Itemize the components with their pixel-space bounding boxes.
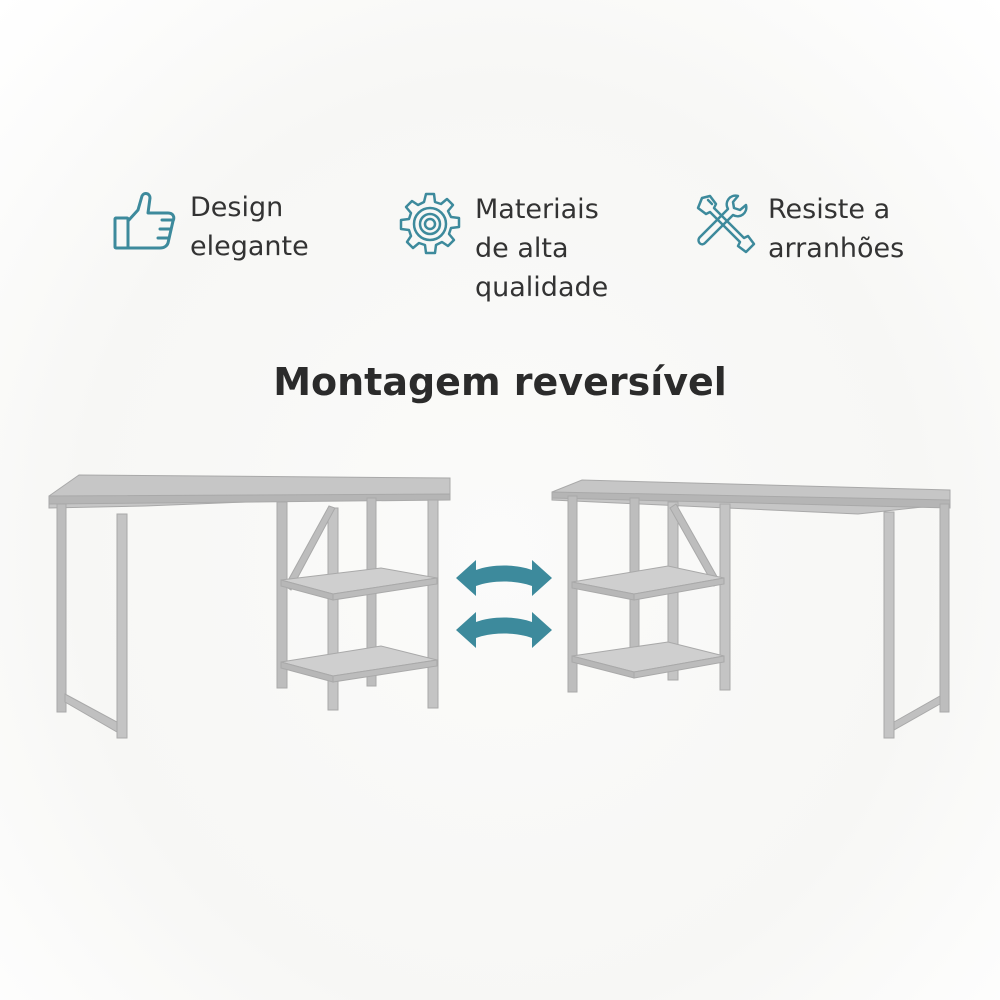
swap-arrows-icon bbox=[456, 560, 552, 648]
headline: Montagem reversível bbox=[273, 360, 727, 404]
feature-design-elegante: Design elegante bbox=[110, 188, 309, 266]
thumbs-up-icon bbox=[113, 192, 176, 250]
feature-label: Resiste a arranhões bbox=[768, 194, 905, 264]
feature-label: Materiais de alta qualidade bbox=[475, 194, 609, 303]
feature-materiais: Materiais de alta qualidade bbox=[395, 190, 608, 307]
desk-image-right bbox=[551, 479, 951, 739]
desk-image-left bbox=[48, 474, 451, 739]
gear-icon bbox=[399, 192, 461, 255]
feature-resiste: Resiste a arranhões bbox=[688, 190, 904, 268]
tools-icon bbox=[696, 194, 756, 254]
feature-label: Design elegante bbox=[190, 192, 309, 262]
